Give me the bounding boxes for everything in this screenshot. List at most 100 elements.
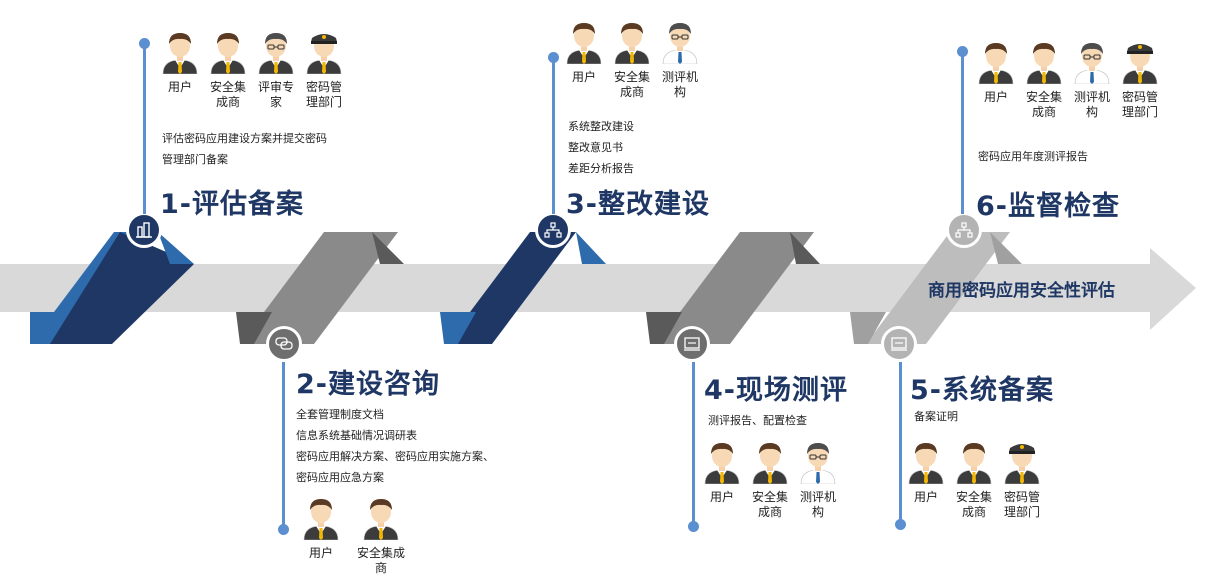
step-6-roles: 用户安全集成商测评机构密码管理部门 [974,38,1164,130]
user-icon [158,28,202,74]
step-1-desc: 评估密码应用建设方案并提交密码 管理部门备案 [162,128,327,170]
connector-dot-1 [139,38,150,49]
role-integrator: 安全集成商 [610,18,654,100]
step-1-desc-line: 管理部门备案 [162,153,228,166]
integrator-icon [206,28,250,74]
step-3-desc-line: 整改意见书 [568,141,623,154]
integrator-icon [610,18,654,64]
step-4-title: 4-现场测评 [704,375,848,406]
connector-line-2 [282,362,285,526]
role-integrator: 安全集成商 [352,494,410,576]
role-integrator: 安全集成商 [206,28,250,110]
role-label: 安全集成商 [209,80,246,109]
ribbon-4-front [656,232,814,344]
connector-line-5 [899,362,902,521]
step-6-desc: 密码应用年度测评报告 [978,146,1088,167]
role-label: 安全集成商 [356,546,405,575]
role-user: 用户 [904,438,948,505]
integrator-icon [952,438,996,484]
step-2-desc: 全套管理制度文档 信息系统基础情况调研表 密码应用解决方案、密码应用实施方案、 … [296,404,494,488]
role-officer: 密码管理部门 [302,28,346,110]
ribbon-6-tip [990,232,1022,264]
integrator-icon [352,494,410,540]
role-label: 用户 [983,90,1008,104]
ribbon-5-front [866,232,1010,344]
step-2-desc-line: 密码应用解决方案、密码应用实施方案、 [296,450,494,463]
user-icon [292,494,350,540]
step-5-screen-icon [881,326,917,362]
officer-icon [1118,38,1162,84]
role-label: 用户 [913,490,938,504]
connector-dot-6 [957,46,968,57]
role-label: 用户 [308,546,333,560]
ribbon-5-cap [850,312,886,344]
role-user: 用户 [292,494,350,561]
step-3-roles: 用户 安全集成商测评机构 [562,18,712,110]
connector-dot-4 [688,521,699,532]
role-label: 测评机构 [1073,90,1110,119]
role-evaluator: 测评机构 [796,438,840,520]
step-1-desc-line: 评估密码应用建设方案并提交密码 [162,132,327,145]
evaluator-icon [658,18,702,64]
step-6-title: 6-监督检查 [976,191,1120,222]
role-user: 用户 [158,28,202,95]
ribbon-4-tip [790,232,820,264]
role-label: 测评机构 [661,70,698,99]
expert-icon [254,28,298,74]
step-2-desc-line: 信息系统基础情况调研表 [296,429,417,442]
role-label: 密码管理部门 [305,80,342,109]
role-user: 用户 [974,38,1018,105]
ribbon-2-tip [372,232,404,264]
role-user: 用户 [700,438,744,505]
user-icon [700,438,744,484]
role-label: 测评机构 [799,490,836,519]
step-1-roles: 用户 安全集成商评审专家密码管理部门 [158,28,348,120]
step-4-desc-line: 测评报告、配置检查 [708,414,807,427]
role-evaluator: 测评机构 [658,18,702,100]
banner-label: 商用密码应用安全性评估 [928,281,1115,301]
ribbon-3-tip [576,232,606,264]
role-officer: 密码管理部门 [1000,438,1044,520]
role-integrator: 安全集成商 [1022,38,1066,120]
step-4-desc: 测评报告、配置检查 [708,410,807,431]
step-2-desc-line: 全套管理制度文档 [296,408,384,421]
evaluator-icon [1070,38,1114,84]
user-icon [974,38,1018,84]
step-1-title: 1-评估备案 [160,189,304,220]
ribbon-1-front [50,232,194,344]
officer-icon [302,28,346,74]
ribbon-3-front [446,232,576,344]
step-3-desc-line: 差距分析报告 [568,162,634,175]
connector-dot-3 [548,52,559,63]
step-5-roles: 用户安全集成商密码管理部门 [904,438,1054,530]
role-label: 用户 [167,80,192,94]
step-5-desc: 备案证明 [914,406,958,427]
role-user: 用户 [562,18,606,85]
user-icon [904,438,948,484]
connector-line-4 [692,362,695,523]
step-3-desc-line: 系统整改建设 [568,120,634,133]
connector-line-6 [961,52,964,214]
role-label: 密码管理部门 [1003,490,1040,519]
role-evaluator: 测评机构 [1070,38,1114,120]
step-6-desc-line: 密码应用年度测评报告 [978,150,1088,163]
step-6-network-icon [946,212,982,248]
role-officer: 密码管理部门 [1118,38,1162,120]
connector-line-3 [552,58,555,214]
step-3-title: 3-整改建设 [566,189,710,220]
ribbon-1-tip [158,232,194,264]
step-4-screen-icon [674,326,710,362]
ribbon-4-cap [646,312,682,344]
role-label: 用户 [571,70,596,84]
officer-icon [1000,438,1044,484]
role-expert: 评审专家 [254,28,298,110]
connector-dot-2 [278,524,289,535]
integrator-icon [748,438,792,484]
connector-dot-5 [895,519,906,530]
role-label: 安全集成商 [751,490,788,519]
role-integrator: 安全集成商 [748,438,792,520]
role-label: 用户 [709,490,734,504]
role-label: 安全集成商 [613,70,650,99]
step-1-building-icon [126,212,162,248]
